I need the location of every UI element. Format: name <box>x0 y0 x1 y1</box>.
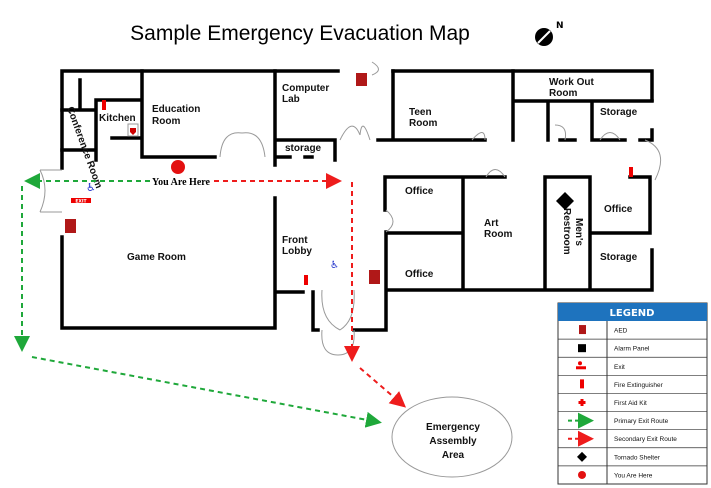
exit-sign-text: EXIT <box>75 199 87 205</box>
legend-item: AED <box>579 325 628 335</box>
legend-title: LEGEND <box>610 308 655 319</box>
legend-item: You Are Here <box>558 465 707 479</box>
legend-item: Primary Exit Route <box>558 411 707 429</box>
doors <box>39 61 662 356</box>
legend-item: First Aid Kit <box>558 393 707 407</box>
walls <box>60 69 654 332</box>
legend-item-label: Primary Exit Route <box>614 418 669 425</box>
legend-item: Tornado Shelter <box>558 447 707 462</box>
room-game: Game Room <box>127 252 186 263</box>
room-storage-top: Storage <box>600 107 638 118</box>
room-art-2: Room <box>484 229 512 240</box>
legend-item-label: Secondary Exit Route <box>614 436 677 443</box>
room-art-1: Art <box>484 218 499 229</box>
secondary-exit-route <box>214 173 407 408</box>
accessible-icon: ♿ <box>330 260 339 271</box>
legend-item-label: First Aid Kit <box>614 400 647 407</box>
fire-extinguisher-icon <box>304 275 308 285</box>
legend-item-label: You Are Here <box>614 472 653 479</box>
room-teen-1: Teen <box>409 107 432 118</box>
room-lobby-1: Front <box>282 235 308 246</box>
room-education-1: Education <box>152 104 200 115</box>
room-office-1: Office <box>405 186 434 197</box>
assembly-area: Emergency Assembly Area <box>391 396 513 478</box>
fire-extinguisher-icon <box>629 167 633 177</box>
tornado-shelter-icon <box>577 451 587 462</box>
first-aid-icon <box>578 399 586 406</box>
alarm-panel-icon <box>578 344 586 353</box>
north-compass-icon: N <box>535 21 564 46</box>
room-restroom-1: Men's <box>573 218 584 246</box>
room-workout-2: Room <box>549 88 577 99</box>
exit-icon <box>576 361 586 370</box>
room-storage-small: storage <box>285 143 322 154</box>
legend-item-label: Alarm Panel <box>614 346 650 353</box>
fire-extinguisher-icon <box>102 100 106 110</box>
room-teen-2: Room <box>409 118 437 129</box>
legend-item-label: Tornado Shelter <box>614 454 661 461</box>
you-are-here-label: You Are Here <box>152 177 211 188</box>
legend-item-label: Fire Extinguisher <box>614 382 664 389</box>
legend-item: Secondary Exit Route <box>558 429 707 447</box>
room-kitchen: Kitchen <box>99 113 136 124</box>
legend-item: Alarm Panel <box>558 338 707 353</box>
exit-icon <box>71 198 91 203</box>
tornado-shelter-icon <box>556 192 574 210</box>
legend-item-label: AED <box>614 328 628 335</box>
room-labels: Kitchen Conference Room Education Room C… <box>64 77 637 280</box>
aed-icon <box>579 325 586 335</box>
assembly-line-2: Assembly <box>429 436 477 447</box>
room-computer-2: Lab <box>282 94 300 105</box>
alarm-panel-icon <box>369 270 380 284</box>
room-lobby-2: Lobby <box>282 246 312 257</box>
legend-item: Fire Extinguisher <box>558 374 707 389</box>
page-title: Sample Emergency Evacuation Map <box>130 22 470 45</box>
room-office-3: Office <box>604 204 633 215</box>
you-are-here-marker <box>171 160 185 174</box>
accessible-icon: ♿ <box>86 181 96 194</box>
alarm-panel-icon <box>65 219 76 233</box>
symbols: EXIT ♿ ♿ <box>65 73 633 285</box>
room-office-2: Office <box>405 269 434 280</box>
primary-exit-route <box>14 173 382 428</box>
legend-item-label: Exit <box>614 364 625 371</box>
assembly-line-3: Area <box>442 450 465 461</box>
room-workout-1: Work Out <box>549 77 594 88</box>
assembly-line-1: Emergency <box>426 422 480 433</box>
room-computer-1: Computer <box>282 83 329 94</box>
room-restroom-2: Restroom <box>561 208 572 255</box>
room-storage-bottom: Storage <box>600 252 638 263</box>
alarm-panel-icon <box>356 73 367 86</box>
compass-label: N <box>556 21 564 31</box>
red-dot-icon <box>578 470 586 479</box>
room-education-2: Room <box>152 116 180 127</box>
legend-item: Exit <box>558 356 707 371</box>
fire-extinguisher-icon <box>580 379 584 389</box>
